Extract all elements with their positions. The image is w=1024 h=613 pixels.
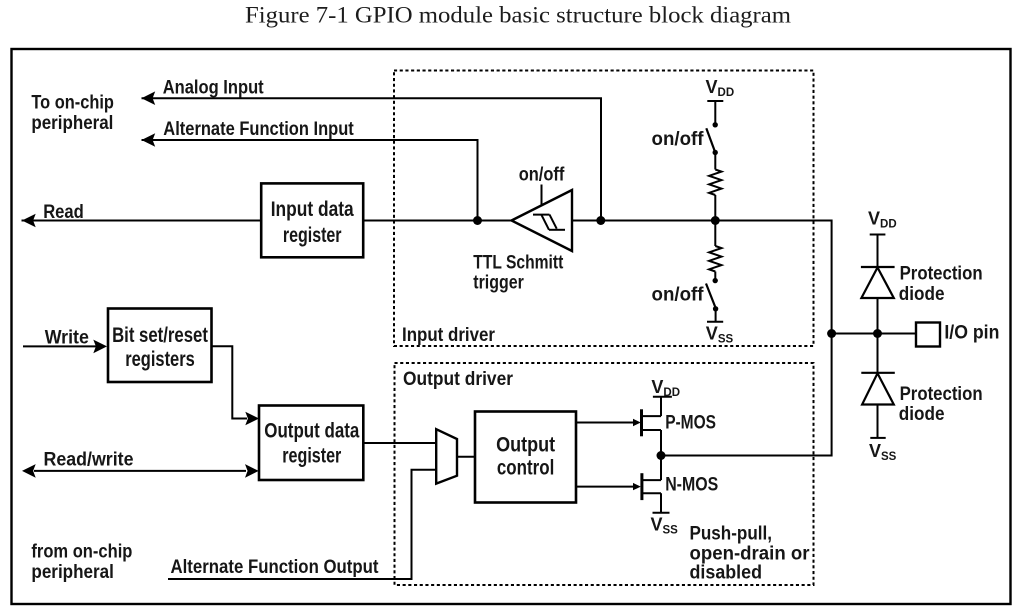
svg-text:Output data: Output data xyxy=(264,420,359,443)
svg-text:Output: Output xyxy=(496,433,555,456)
svg-text:Analog Input: Analog Input xyxy=(163,77,264,99)
svg-text:Alternate Function Output: Alternate Function Output xyxy=(171,556,379,578)
svg-text:Push-pull,: Push-pull, xyxy=(690,523,773,545)
svg-text:I/O pin: I/O pin xyxy=(944,322,999,344)
svg-text:trigger: trigger xyxy=(473,272,524,294)
svg-text:from on-chip: from on-chip xyxy=(31,540,132,562)
svg-text:Output driver: Output driver xyxy=(403,368,513,390)
svg-text:register: register xyxy=(283,224,342,247)
svg-text:diode: diode xyxy=(899,283,945,305)
svg-text:registers: registers xyxy=(125,348,195,371)
svg-text:Figure 7-1 GPIO module basic s: Figure 7-1 GPIO module basic structure b… xyxy=(245,3,791,28)
svg-text:Protection: Protection xyxy=(900,263,983,285)
svg-text:N-MOS: N-MOS xyxy=(665,474,718,496)
svg-text:on/off: on/off xyxy=(519,164,565,186)
svg-text:To on-chip: To on-chip xyxy=(31,92,114,114)
svg-text:Write: Write xyxy=(45,327,89,349)
svg-text:TTL Schmitt: TTL Schmitt xyxy=(473,252,563,274)
svg-text:Read: Read xyxy=(43,201,84,223)
svg-text:Bit set/reset: Bit set/reset xyxy=(112,324,208,347)
svg-text:peripheral: peripheral xyxy=(31,561,114,583)
svg-text:Protection: Protection xyxy=(900,383,983,405)
svg-text:disabled: disabled xyxy=(690,562,763,584)
svg-text:on/off: on/off xyxy=(652,284,704,306)
svg-text:Read/write: Read/write xyxy=(44,449,134,471)
svg-text:Input driver: Input driver xyxy=(402,324,495,346)
svg-text:diode: diode xyxy=(899,403,945,425)
svg-text:Input data: Input data xyxy=(271,198,354,221)
svg-text:P-MOS: P-MOS xyxy=(665,412,716,434)
svg-text:control: control xyxy=(497,456,554,479)
svg-text:register: register xyxy=(282,445,341,468)
svg-text:open-drain or: open-drain or xyxy=(690,543,810,565)
svg-text:Alternate Function Input: Alternate Function Input xyxy=(163,118,354,140)
svg-text:on/off: on/off xyxy=(652,128,704,150)
svg-text:peripheral: peripheral xyxy=(31,112,113,134)
